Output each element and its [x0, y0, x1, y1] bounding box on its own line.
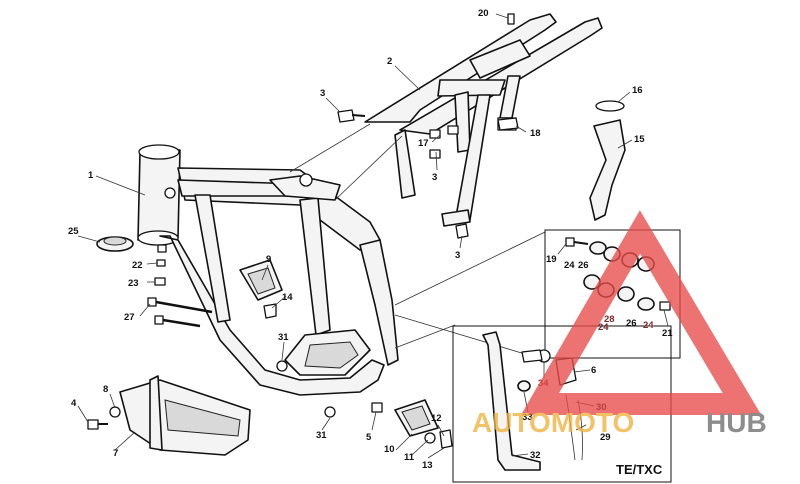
callout-32: 32	[530, 450, 541, 461]
callout-leaders	[77, 13, 669, 459]
inset-model-label: TE/TXC	[616, 462, 663, 477]
callout-12: 12	[431, 413, 442, 424]
callout-26: 26	[626, 318, 637, 329]
assembly-reference-lines	[289, 123, 546, 361]
callout-18: 18	[530, 128, 541, 139]
callout-7: 7	[113, 448, 118, 459]
callout-1: 1	[88, 170, 94, 181]
callout-31: 31	[278, 332, 289, 343]
callout-26: 26	[578, 260, 589, 271]
callout-11: 11	[404, 452, 415, 463]
callout-4: 4	[71, 398, 77, 409]
callout-24: 24	[598, 322, 609, 333]
callout-33: 33	[522, 412, 533, 423]
callout-10: 10	[384, 444, 395, 455]
callout-29: 29	[600, 432, 611, 443]
callout-3: 3	[432, 172, 437, 183]
callout-16: 16	[632, 85, 643, 96]
callout-5: 5	[366, 432, 372, 443]
callout-23: 23	[128, 278, 139, 289]
callout-20: 20	[478, 8, 489, 19]
callout-9: 9	[266, 254, 271, 265]
callout-14: 14	[282, 292, 293, 303]
callout-19: 19	[546, 254, 557, 265]
callout-3: 3	[455, 250, 460, 261]
rear-subframe	[364, 13, 603, 227]
right-footpeg	[394, 399, 453, 449]
watermark-text-automoto: AUTOMOTO	[472, 407, 634, 438]
left-footpeg	[239, 259, 283, 319]
callout-13: 13	[422, 460, 433, 471]
callout-25: 25	[68, 226, 79, 237]
callout-2: 2	[387, 56, 392, 67]
watermark-triangle-icon	[520, 210, 762, 415]
skid-plate	[119, 375, 251, 456]
callout-27: 27	[124, 312, 135, 323]
callout-15: 15	[634, 134, 645, 145]
callout-24: 24	[564, 260, 575, 271]
rear-mud-guard	[589, 100, 626, 221]
callout-31: 31	[316, 430, 327, 441]
main-frame	[137, 144, 399, 396]
watermark-logo: AUTOMOTO HUB	[472, 210, 767, 438]
bolts-and-fasteners	[87, 13, 519, 430]
watermark-text-hub: HUB	[706, 407, 767, 438]
callout-28: 28	[604, 314, 615, 325]
callout-6: 6	[591, 365, 596, 376]
steering-head-bearing-cover	[96, 236, 134, 252]
callout-21: 21	[662, 328, 673, 339]
callout-17: 17	[418, 138, 429, 149]
callout-3: 3	[320, 88, 325, 99]
callout-22: 22	[132, 260, 143, 271]
callout-8: 8	[103, 384, 108, 395]
callout-labels: 1 2 3 3 3 4 5 6 7 8 9 10 11 12 13 14 15 …	[68, 8, 673, 471]
callout-24: 24	[643, 320, 654, 331]
